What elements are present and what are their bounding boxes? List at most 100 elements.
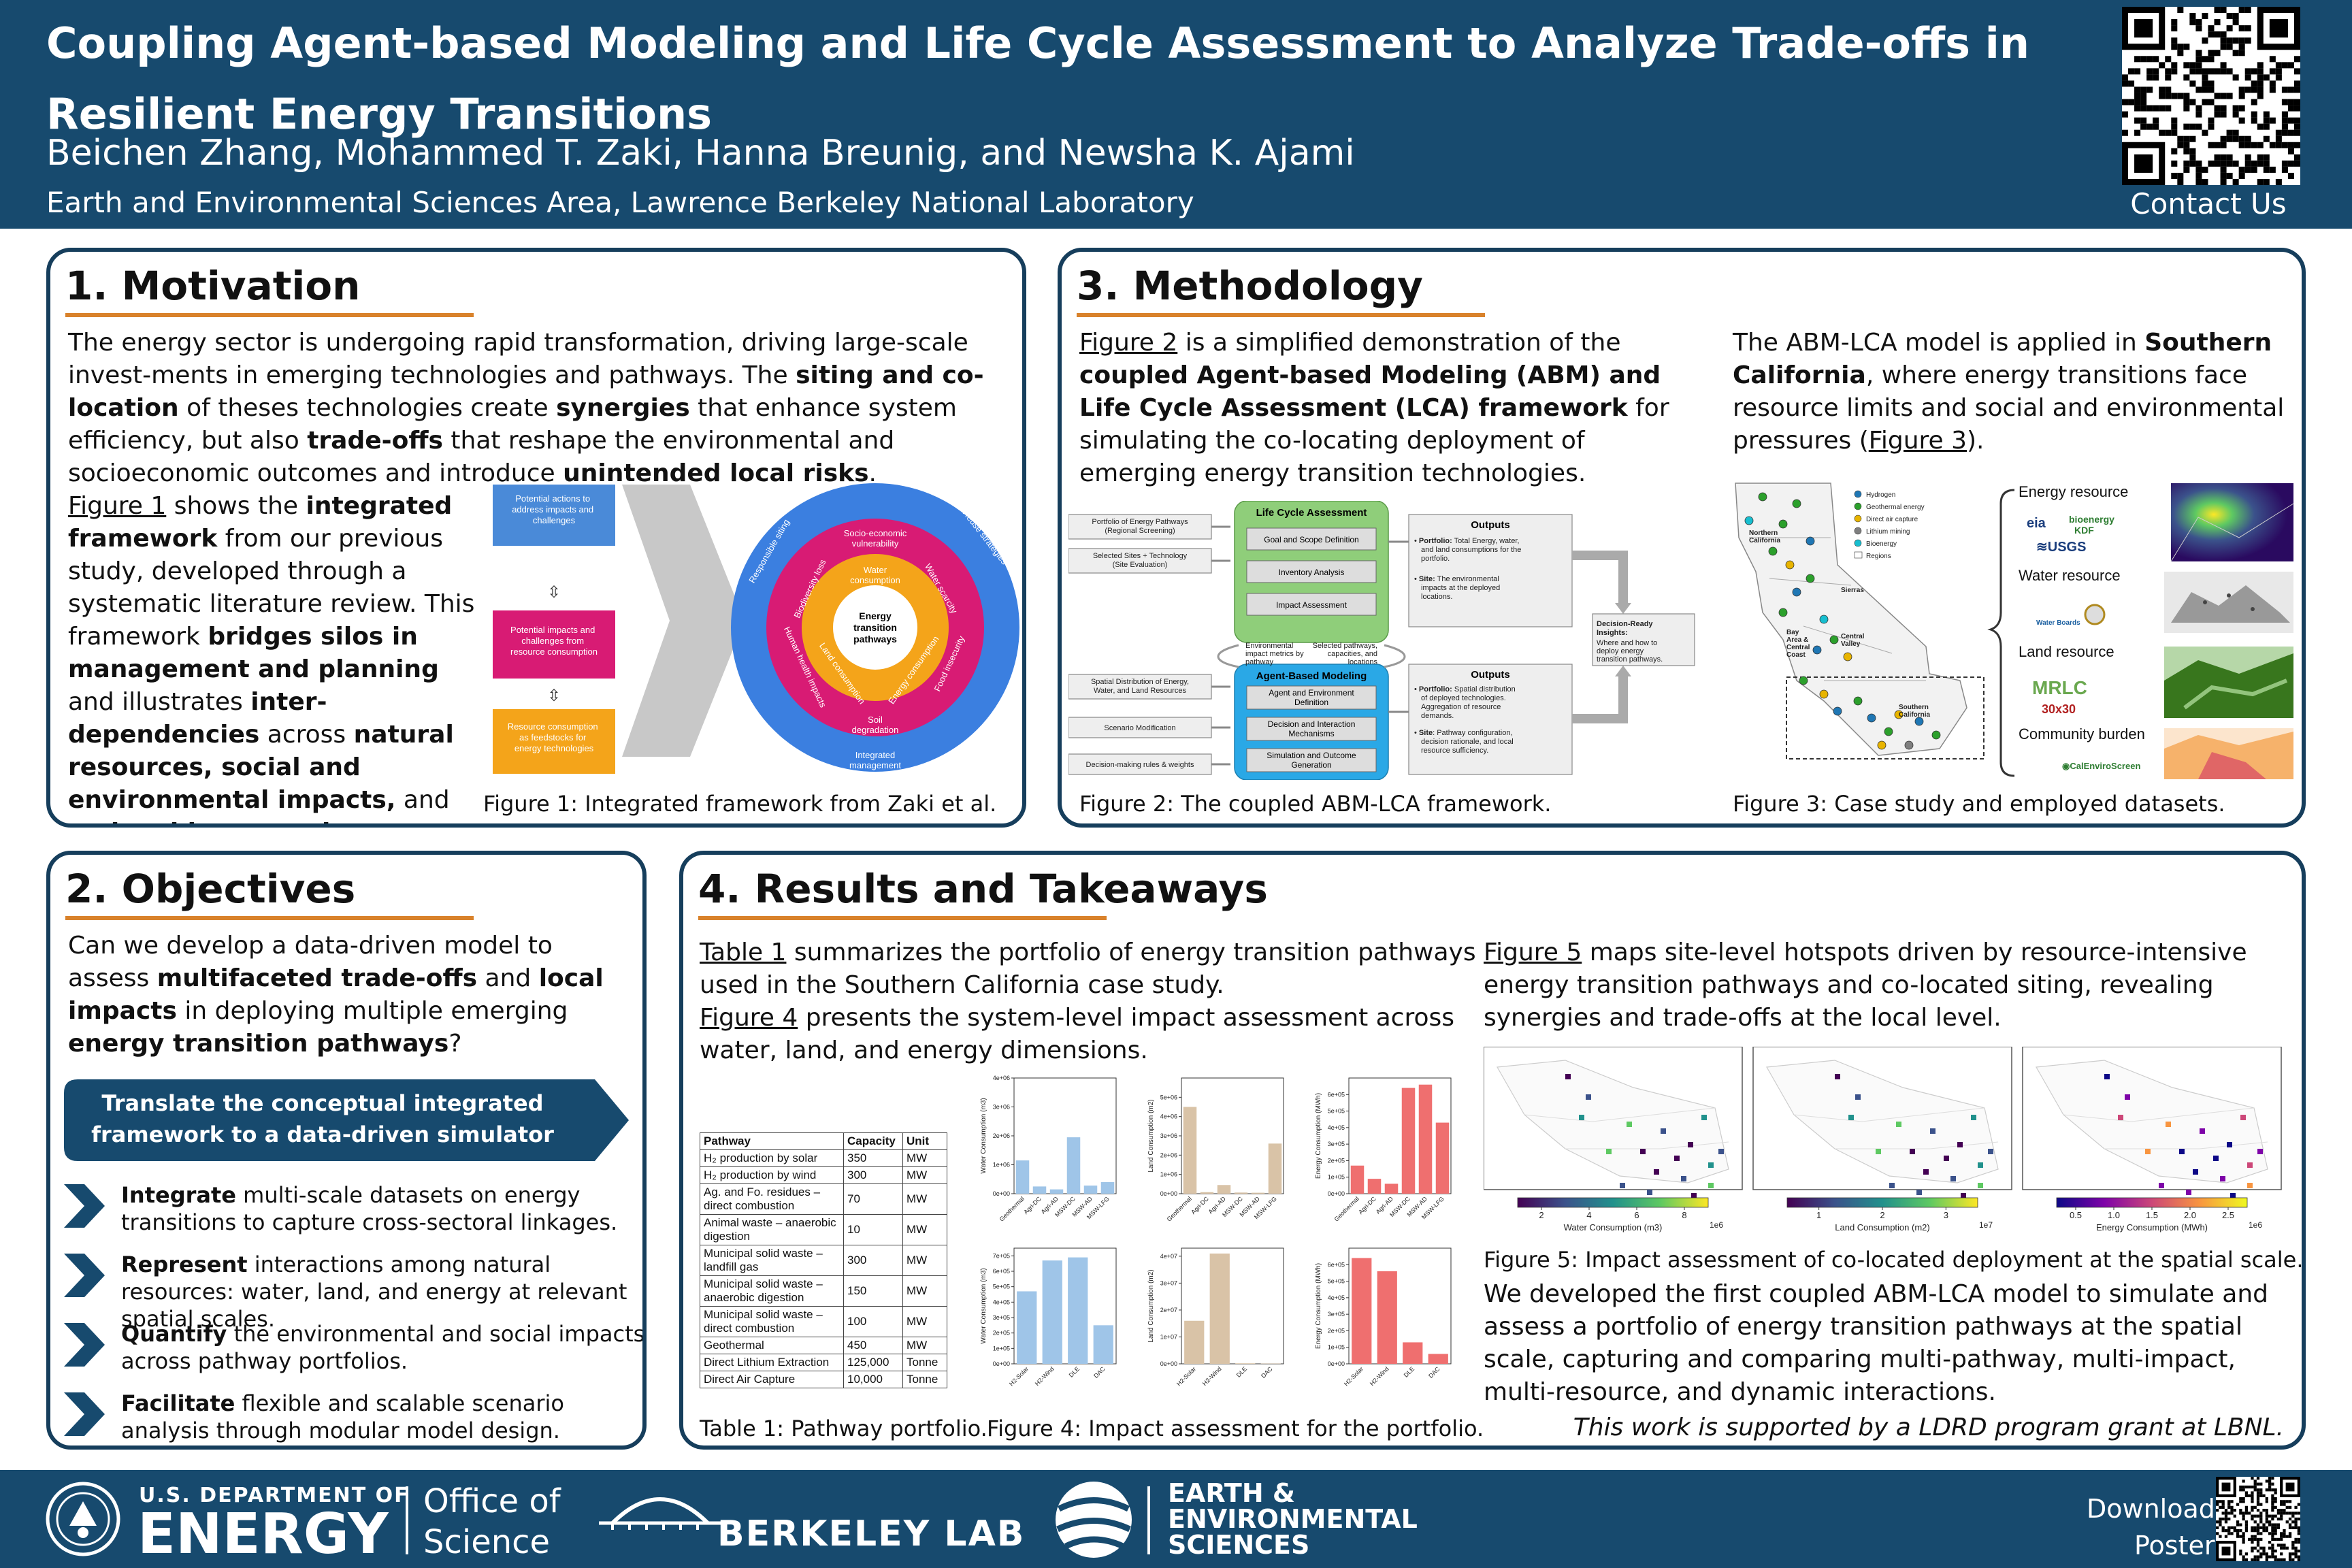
download-poster-qr-code[interactable] (2216, 1477, 2300, 1561)
svg-text:Water Boards: Water Boards (2036, 619, 2080, 627)
hotspot-cell (1961, 1193, 1966, 1198)
contact-qr-code[interactable] (2122, 7, 2300, 185)
table-cell: Direct Lithium Extraction (700, 1354, 844, 1371)
pathway-table: Pathway Capacity Unit H₂ production by s… (700, 1132, 947, 1388)
hotspot-cell (1923, 1169, 1929, 1175)
y-tick-label: 5e+05 (1328, 1278, 1345, 1285)
table-cell: 350 (843, 1149, 903, 1167)
table-cell: 450 (843, 1337, 903, 1354)
download-text-2[interactable]: Poster (2134, 1531, 2215, 1561)
y-tick-label: 3e+06 (1160, 1132, 1177, 1139)
table-cell: MW (902, 1306, 947, 1337)
chevron-right-icon (64, 1254, 105, 1297)
hotspot-cell (1978, 1162, 1983, 1168)
bar (1066, 1137, 1081, 1194)
figure-1-framework: Potential actions to address impacts and… (486, 471, 1022, 784)
colorbar (2056, 1197, 2248, 1208)
bar (1017, 1291, 1037, 1364)
y-tick-label: 0e+00 (993, 1360, 1010, 1367)
bar (1042, 1260, 1062, 1364)
footer: U.S. DEPARTMENT OF ENERGY Office of Scie… (0, 1470, 2352, 1568)
x-tick-label: DAC (1092, 1365, 1107, 1379)
methodology-heading: 3. Methodology (1077, 263, 1423, 309)
resource-box (493, 709, 615, 774)
table-cell: H₂ production by wind (700, 1166, 844, 1184)
table-row: Municipal solid waste – anaerobic digest… (700, 1275, 947, 1307)
colorbar-label: Land Consumption (m2) (1835, 1222, 1929, 1232)
hotspot-cell (1910, 1149, 1915, 1154)
methodology-panel: 3. Methodology Figure 2 is a simplified … (1058, 248, 2306, 828)
hotspot-cell (1688, 1142, 1693, 1147)
header: Coupling Agent-based Modeling and Life C… (0, 0, 2352, 229)
table-cell: Municipal solid waste – direct combustio… (700, 1306, 844, 1337)
map-outline (1766, 1060, 1999, 1183)
colorbar-tick-label: 4 (1586, 1210, 1591, 1220)
berkeley-lab-dome-icon (599, 1497, 721, 1530)
figure-2-caption: Figure 2: The coupled ABM-LCA framework. (1079, 791, 1552, 817)
globe-icon (1056, 1482, 1132, 1558)
svg-text:30x30: 30x30 (2042, 702, 2076, 716)
bar (1418, 1084, 1433, 1194)
figure-2-link[interactable]: Figure 2 (1079, 329, 1178, 357)
hotspot-cell (1627, 1122, 1632, 1127)
svg-text:KDF: KDF (2074, 525, 2094, 536)
hotspot-cell (1681, 1176, 1686, 1181)
table-cell: 150 (843, 1275, 903, 1307)
bar (1032, 1186, 1047, 1194)
colorbar (1517, 1197, 1709, 1208)
table-cell: 300 (843, 1166, 903, 1184)
bar (1184, 1320, 1205, 1364)
x-tick-label: DAC (1427, 1365, 1441, 1379)
bar (1068, 1257, 1088, 1364)
y-tick-label: 2e+06 (993, 1132, 1010, 1139)
svg-text:Inventory Analysis: Inventory Analysis (1279, 568, 1345, 577)
download-text-1[interactable]: Download (2087, 1494, 2215, 1524)
figure-5-link[interactable]: Figure 5 (1484, 938, 1582, 966)
svg-text:Decision-making rules & weight: Decision-making rules & weights (1086, 761, 1194, 769)
bar (1093, 1325, 1113, 1364)
results-right-text: Figure 5 maps site-level hotspots driven… (1484, 938, 2247, 1032)
svg-text:Portfolio of Energy Pathways(R: Portfolio of Energy Pathways(Regional Sc… (1092, 518, 1188, 535)
figure-5-caption: Figure 5: Impact assessment of co-locate… (1484, 1247, 2304, 1273)
svg-text:MRLC: MRLC (2032, 677, 2087, 698)
table-1-link[interactable]: Table 1 (700, 938, 787, 966)
authors: Beichen Zhang, Mohammed T. Zaki, Hanna B… (46, 133, 1355, 174)
svg-text:Lithium mining: Lithium mining (1866, 528, 1910, 536)
chart-frame (1181, 1077, 1284, 1194)
contact-us-link[interactable]: Contact Us (2130, 187, 2287, 220)
table-header: Unit (902, 1132, 947, 1150)
hotspot-cell (1586, 1094, 1591, 1100)
hotspot-cell (1620, 1183, 1625, 1188)
objectives-heading: 2. Objectives (65, 866, 356, 912)
chevron-right-icon (64, 1184, 105, 1228)
figure-3-caption: Figure 3: Case study and employed datase… (1733, 791, 2225, 817)
methodology-right-text: The ABM-LCA model is applied in Southern… (1733, 329, 2285, 455)
figure-4-link[interactable]: Figure 4 (700, 1004, 798, 1032)
bar (1352, 1258, 1372, 1364)
objective-item-quantify: Quantify the environmental and social im… (64, 1320, 642, 1388)
figure-3-link[interactable]: Figure 3 (1868, 427, 1967, 455)
table-cell: Tonne (902, 1354, 947, 1371)
fig1-box1-line1: Potential actions to (515, 493, 590, 504)
table-cell: 10 (843, 1214, 903, 1245)
table-header: Pathway (700, 1132, 844, 1150)
table-cell: Direct Air Capture (700, 1371, 844, 1388)
svg-text:Sierras: Sierras (1841, 587, 1864, 594)
hotspot-cell (1654, 1169, 1659, 1175)
hotspot-cell (2227, 1142, 2232, 1147)
hotspot-cell (1718, 1149, 1724, 1154)
heading-underline (1077, 313, 1485, 317)
figure-1-link[interactable]: Figure 1 (68, 492, 167, 520)
hotspot-cell (1606, 1149, 1612, 1154)
objective-text: Facilitate flexible and scalable scenari… (121, 1390, 564, 1443)
svg-text:Goal and Scope Definition: Goal and Scope Definition (1264, 535, 1358, 544)
hotspot-cell (1848, 1115, 1854, 1120)
